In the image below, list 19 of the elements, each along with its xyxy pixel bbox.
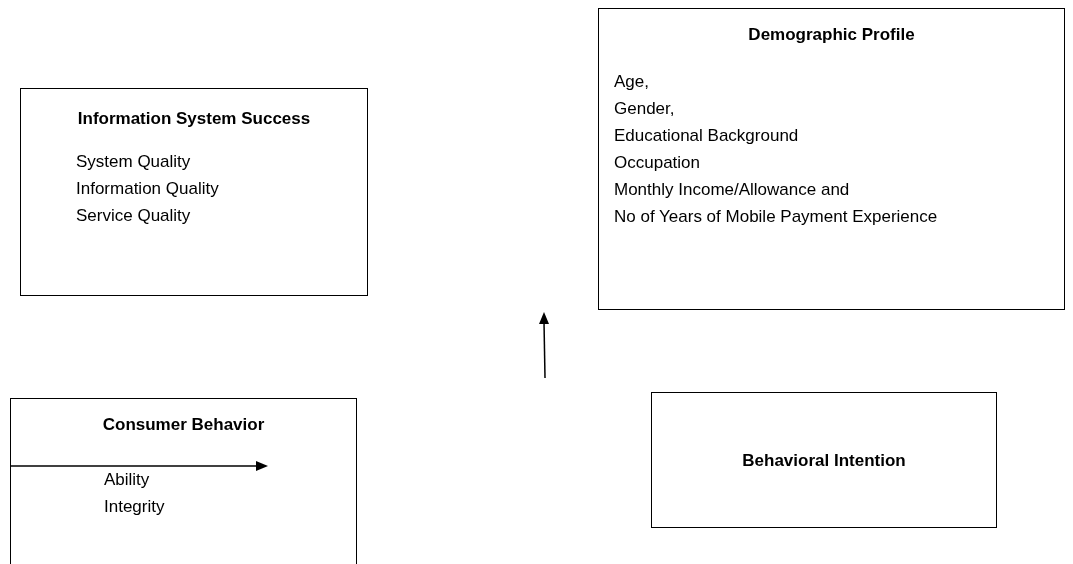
list-item: Occupation: [614, 152, 701, 174]
list-item: No of Years of Mobile Payment Experience: [614, 206, 939, 228]
text-box: [10, 398, 357, 564]
list-item: Gender,: [614, 98, 676, 120]
list-item: Educational Background: [614, 125, 800, 147]
box-heading: Demographic Profile: [747, 24, 916, 46]
list-item: Information Quality: [76, 178, 220, 200]
list-item: System Quality: [76, 151, 192, 173]
list-item: Service Quality: [76, 205, 192, 227]
list-item: Age,: [614, 71, 650, 93]
box-heading: Behavioral Intention: [741, 449, 907, 472]
text-box: [20, 88, 368, 296]
text-box: [651, 392, 997, 528]
text-box: [598, 8, 1065, 310]
list-item: Integrity: [104, 496, 166, 518]
box-heading: Information System Success: [76, 108, 312, 130]
list-item: Monthly Income/Allowance and: [614, 179, 851, 201]
box-heading: Consumer Behavior: [101, 414, 266, 436]
list-item: Ability: [104, 469, 151, 491]
